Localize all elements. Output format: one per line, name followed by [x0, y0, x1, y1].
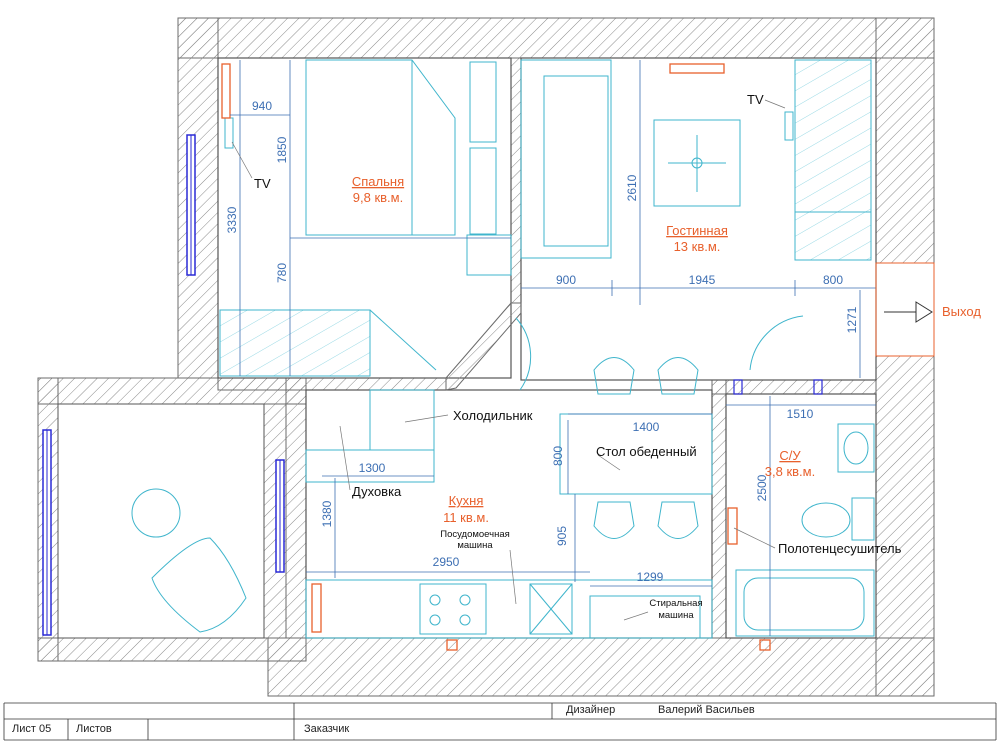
dining-table-label: Стол обеденный — [596, 444, 697, 459]
kitchen-name: Кухня — [449, 493, 484, 508]
bedroom-name: Спальня — [352, 174, 404, 189]
exit-label: Выход — [942, 304, 981, 319]
stamp-sheet: Лист 05 — [12, 723, 52, 735]
dim-800-living: 800 — [823, 273, 843, 287]
stamp-sheets: Листов — [76, 723, 112, 735]
annotations: TV TV Холодильник Духовка Стол обеденный… — [254, 92, 902, 621]
dim-905: 905 — [555, 526, 569, 546]
dim-2950: 2950 — [433, 555, 460, 569]
ceiling-light-icon — [668, 135, 726, 192]
exit-arrow-icon — [875, 262, 935, 357]
dimension-values: 940 1850 3330 780 2610 900 1945 800 1271… — [225, 99, 859, 584]
dim-1300: 1300 — [359, 461, 386, 475]
kitchen-area: 11 кв.м. — [443, 510, 489, 525]
towel-dryer-label: Полотенцесушитель — [778, 541, 902, 556]
tv-living-label: TV — [747, 92, 764, 107]
windows — [42, 134, 823, 636]
dim-1510: 1510 — [787, 407, 814, 421]
dim-1850: 1850 — [275, 136, 289, 163]
bedroom-area: 9,8 кв.м. — [353, 190, 403, 205]
oven-label: Духовка — [352, 484, 402, 499]
stamp-customer-label: Заказчик — [304, 723, 350, 735]
room-labels: Спальня 9,8 кв.м. Гостинная 13 кв.м. Кух… — [352, 174, 981, 525]
washer-label-1: Стиральная — [649, 598, 702, 609]
dim-800-table: 800 — [551, 446, 565, 466]
living-name: Гостинная — [666, 223, 728, 238]
dim-1271: 1271 — [845, 306, 859, 333]
stamp-designer-label: Дизайнер — [566, 704, 616, 716]
dim-780: 780 — [275, 263, 289, 283]
washer-label-2: машина — [658, 610, 694, 621]
dim-1945: 1945 — [689, 273, 716, 287]
dimension-lines — [230, 60, 876, 636]
dim-2610: 2610 — [625, 174, 639, 201]
bathroom-name: С/У — [779, 448, 801, 463]
living-area: 13 кв.м. — [674, 239, 721, 254]
dishwasher-label-2: машина — [457, 540, 493, 551]
furniture — [131, 59, 875, 639]
dishwasher-label-1: Посудомоечная — [440, 529, 510, 540]
walls — [37, 17, 935, 697]
leader-lines — [231, 99, 786, 621]
bathroom-area: 3,8 кв.м. — [765, 464, 815, 479]
radiators — [221, 63, 771, 651]
stamp-designer-name: Валерий Васильев — [658, 704, 755, 716]
tv-bedroom-label: TV — [254, 176, 271, 191]
title-block — [3, 702, 997, 741]
dim-940: 940 — [252, 99, 272, 113]
fridge-label: Холодильник — [453, 408, 533, 423]
dim-900: 900 — [556, 273, 576, 287]
dim-1400: 1400 — [633, 420, 660, 434]
dim-1299: 1299 — [637, 570, 664, 584]
dim-1380: 1380 — [320, 500, 334, 527]
dim-3330: 3330 — [225, 206, 239, 233]
dim-2500: 2500 — [755, 474, 769, 501]
